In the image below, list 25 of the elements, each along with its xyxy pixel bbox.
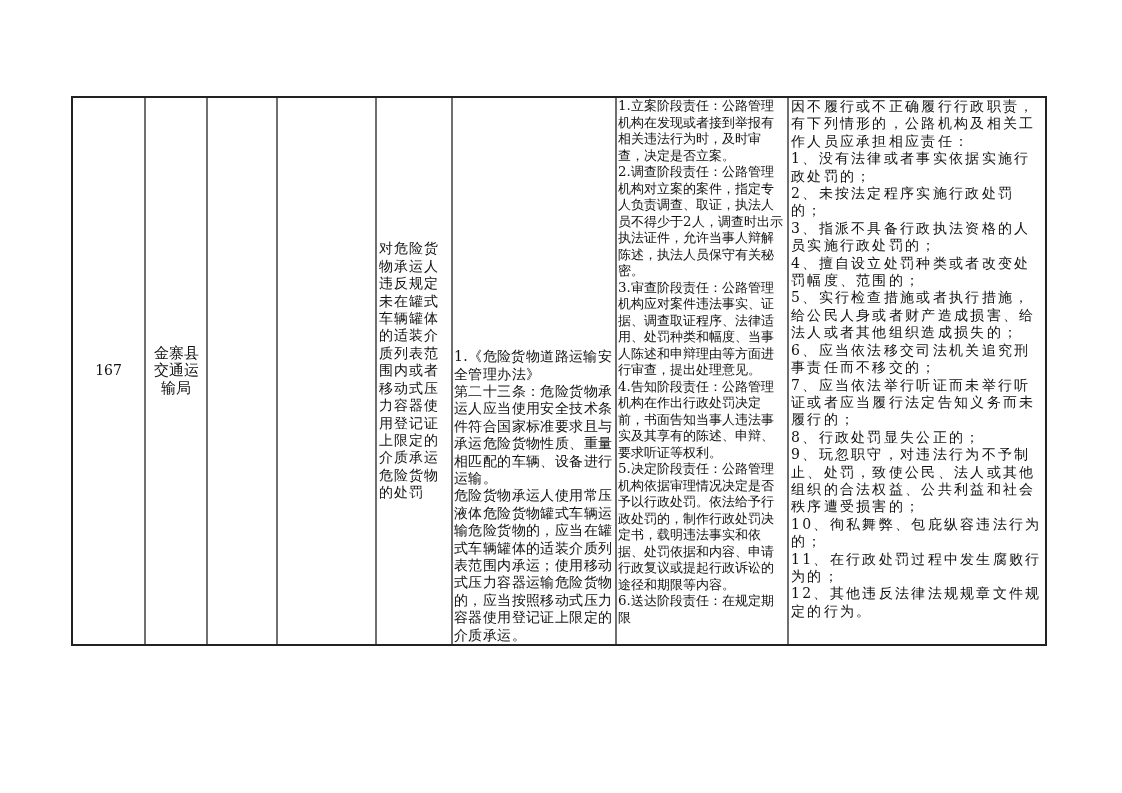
liability-text: 3、指派不具备行政执法资格的人员实施行政处罚的；	[791, 219, 1032, 255]
liability-text: 12、其他违反法律法规规章文件规定的行为。	[791, 585, 1043, 621]
procedure-text: 1.立案阶段责任：公路管理机构在发现或者接到举报有相关违法行为时，及时审查，决定是否立案。	[618, 98, 775, 164]
procedure-text: 2.调查阶段责任：公路管理机构对立案的案件，指定专人负责调查、取证，执法人员不得少于2人，调查时出示执法证件，允许当事人辩解陈述，执法人员保守有关秘密。	[618, 164, 784, 280]
legal-basis-text: 第二十三条：危险货物承运人应当使用安全技术条件符合国家标准要求且与承运危险货物性质、重量相匹配的车辆、设备进行运输。	[454, 382, 614, 488]
procedure-text: 4.告知阶段责任：公路管理机构在作出行政处罚决定前，书面告知当事人违法事实及其享有的陈述、申辩、要求听证等权利。	[618, 378, 775, 461]
liability-text: 10、徇私舞弊、包庇纵容违法行为的；	[791, 515, 1043, 551]
legal-basis-text: 1.《危险货物道路运输安全管理办法》	[454, 348, 614, 383]
procedure-text: 5.决定阶段责任：公路管理机构依据审理情况决定是否予以行政处罚。依法给予行政处罚的，制作行政处罚决定书，载明违法事实和依据、处罚依据和内容、申请行政复议或提起行政诉讼的途径和期限等内容。	[618, 461, 775, 593]
procedure-text: 3.审查阶段责任：公路管理机构应对案件违法事实、证据、调查取证程序、法律适用、处罚种类和幅度、当事人陈述和申辩理由等方面进行审查，提出处理意见。	[618, 279, 775, 379]
liability-text: 8、行政处罚显失公正的；	[791, 428, 983, 447]
liability-text: 11、在行政处罚过程中发生腐败行为的；	[791, 550, 1043, 586]
row-number: 167	[94, 362, 123, 380]
liability-text: 5、实行检查措施或者执行措施，给公民人身或者财产造成损害、给法人或者其他组织造成损失的；	[791, 289, 1037, 342]
liability-text: 6、应当依法移交司法机关追究刑事责任而不移交的；	[791, 341, 1032, 377]
procedure-text: 6.送达阶段责任：在规定期限	[618, 593, 775, 626]
department-name: 金寨县交通运输局	[152, 344, 200, 398]
liability-text: 4、擅自设立处罚种类或者改变处罚幅度、范围的；	[791, 254, 1032, 290]
legal-basis-text: 危险货物承运人使用常压液体危险货物罐式车辆运输危险货物的，应当在罐式车辆罐体的适装介质列表范围内承运；使用移动式压力容器运输危险货物的，应当按照移动式压力容器使用登记证上限定的介质承运。	[454, 487, 614, 644]
penalty-item-text: 对危险货物承运人违反规定未在罐式车辆罐体的适装介质列表范围内或者移动式压力容器使用登记证上限定的介质承运危险货物的处罚	[379, 240, 440, 502]
liability-text: 9、玩忽职守，对违法行为不予制止、处罚，致使公民、法人或其他组织的合法权益、公共利益和社会秩序遭受损害的；	[791, 446, 1037, 516]
liability-text: 因不履行或不正确履行行政职责，有下列情形的，公路机构及相关工作人员应承担相应责任：	[791, 98, 1037, 151]
liability-text: 1、没有法律或者事实依据实施行政处罚的；	[791, 150, 1032, 186]
liability-text: 2、未按法定程序实施行政处罚的；	[791, 185, 1016, 220]
liability-text: 7、应当依法举行听证而未举行听证或者应当履行法定告知义务而未履行的；	[791, 376, 1037, 429]
